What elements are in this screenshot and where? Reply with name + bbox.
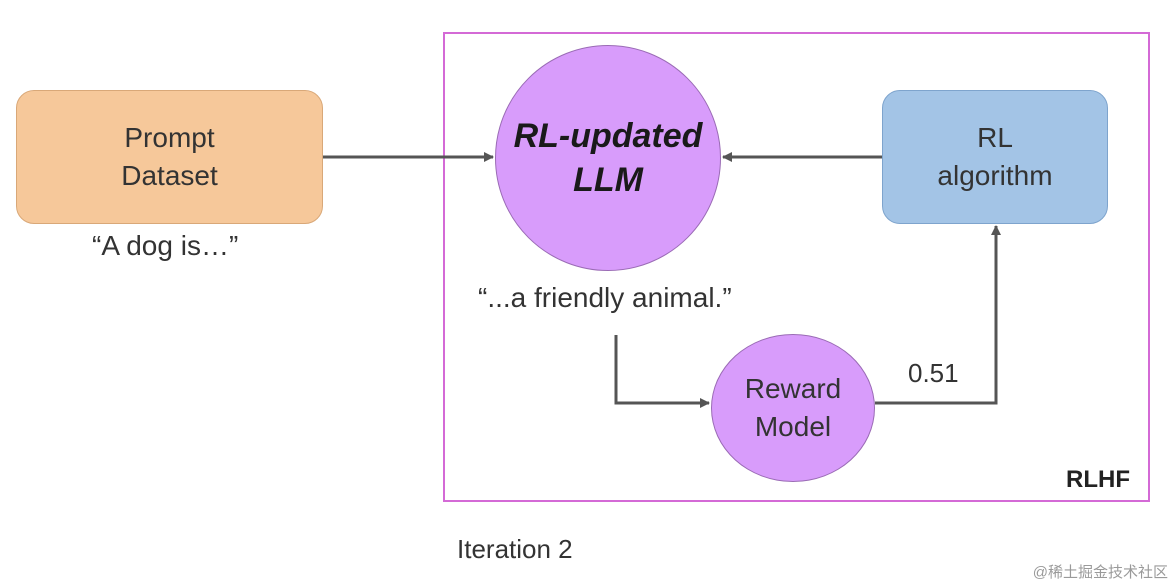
prompt-dataset-label: Prompt Dataset [121,122,218,191]
rl-updated-llm-node: RL-updated LLM [495,45,721,271]
completion-example-text: “...a friendly animal.” [478,282,732,313]
watermark-text: @稀土掘金技术社区 [1032,564,1168,581]
reward-score-text: 0.51 [908,358,959,388]
iteration-label: Iteration 2 [457,534,573,564]
rlhf-frame [443,32,1150,502]
arrow-reward-to-rl [875,225,1001,405]
reward-model-node: Reward Model [711,334,875,482]
rlhf-label: RLHF [1066,466,1130,493]
rl-algorithm-node: RL algorithm [882,90,1108,224]
arrow-output-to-reward [614,335,710,408]
reward-model-label: Reward Model [744,373,842,442]
rl-algorithm-label: RL algorithm [937,122,1053,191]
rl-updated-llm-label: RL-updated LLM [513,117,703,199]
prompt-example-text: “A dog is…” [92,230,239,261]
prompt-dataset-node: Prompt Dataset [16,90,323,224]
